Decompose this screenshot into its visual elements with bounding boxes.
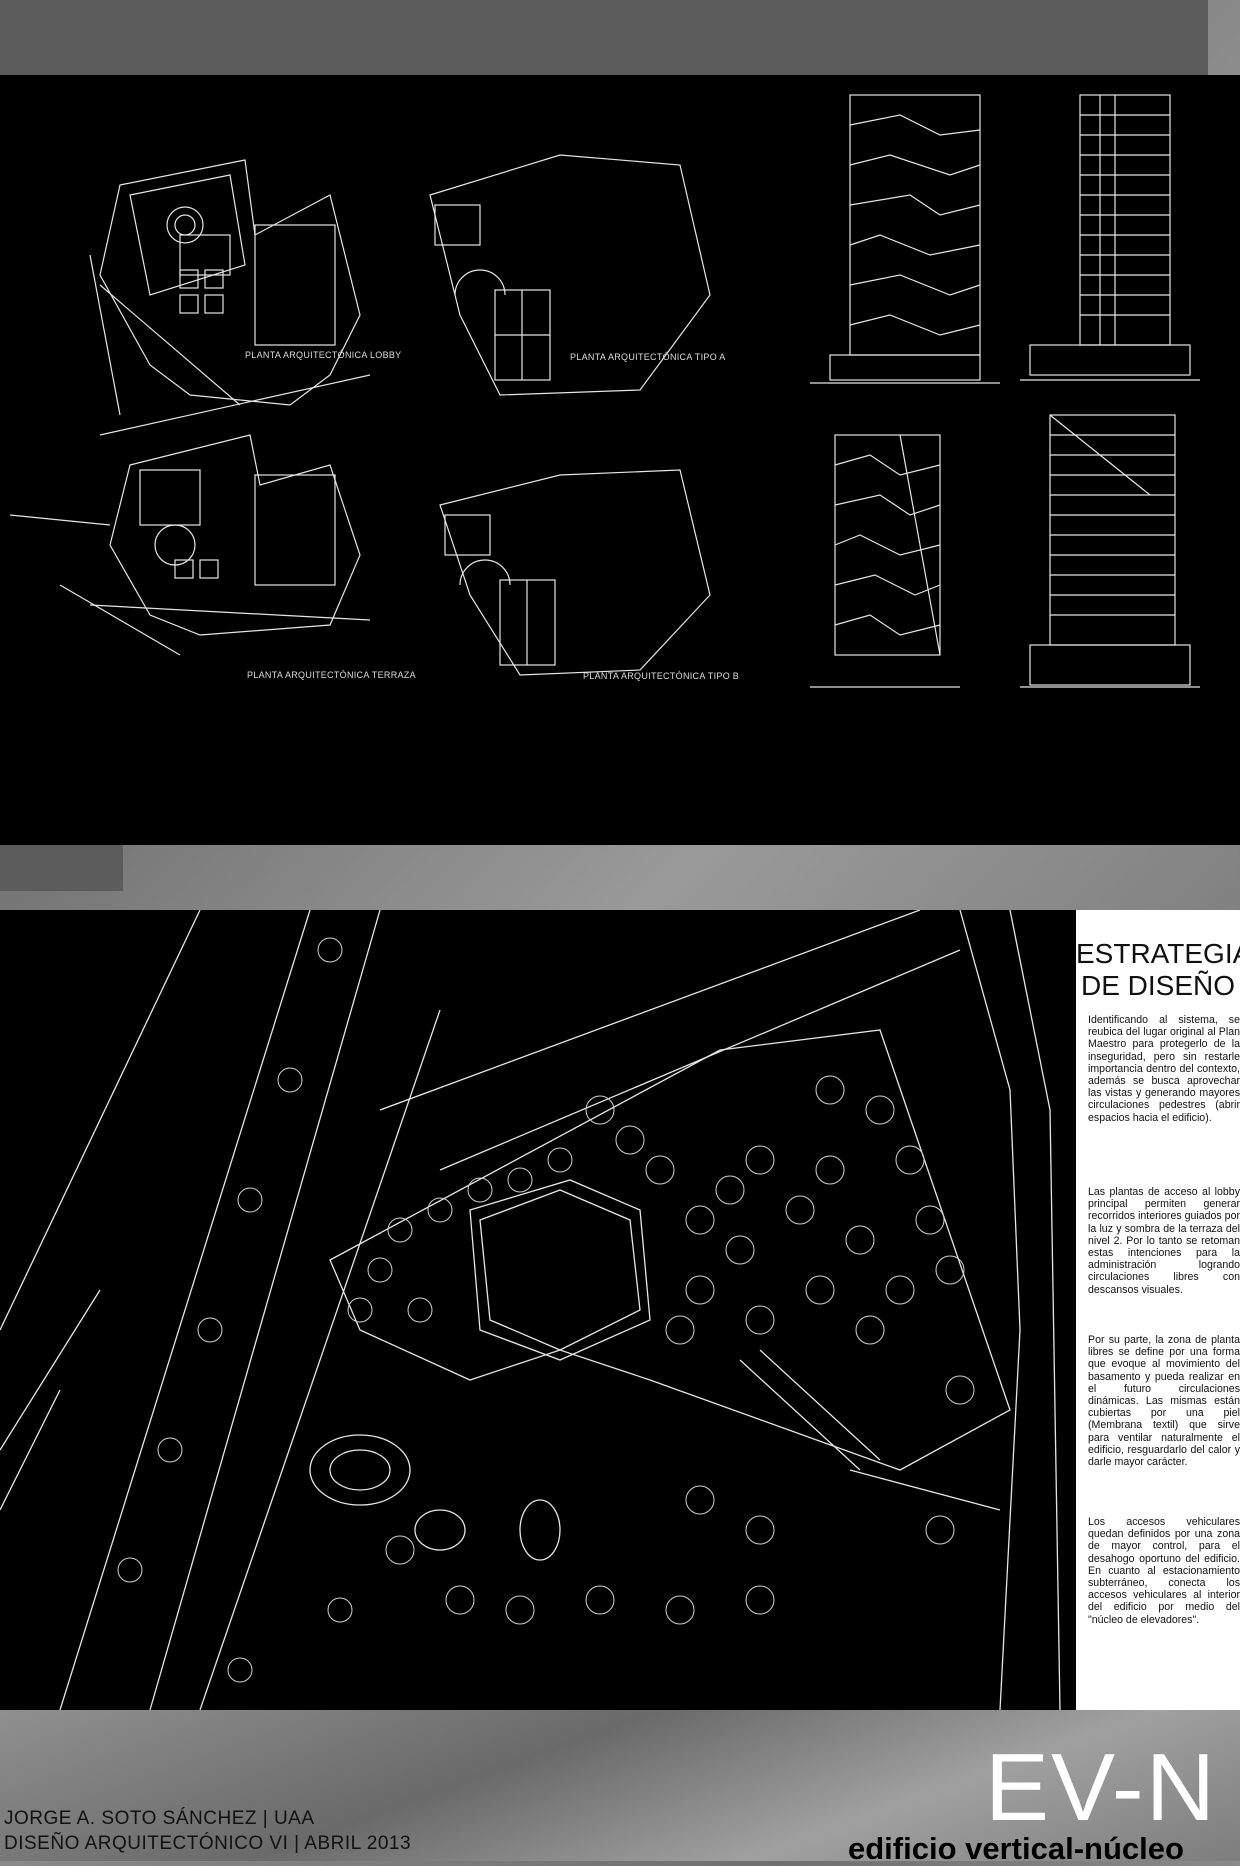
section-b-drawing — [1020, 414, 1200, 688]
strategy-title: ESTRATEGIA DE DISEÑO — [1076, 938, 1240, 1002]
section-a-drawing — [1020, 94, 1200, 381]
strategy-title-line2: DE DISEÑO — [1080, 970, 1236, 1001]
north-facade-drawing — [810, 94, 1000, 384]
strategy-paragraph-4: Los accesos vehiculares quedan definidos… — [1088, 1516, 1240, 1626]
strategy-panel — [1076, 910, 1240, 1710]
architectural-drawings — [9, 94, 1200, 688]
lobby-plan-label: PLANTA ARQUITECTÓNICA LOBBY — [245, 350, 402, 360]
author-line: JORGE A. SOTO SÁNCHEZ | UAA — [4, 1808, 315, 1829]
lobby-plan-drawing — [89, 159, 371, 436]
site-plan-panel: ▲N — [0, 909, 1076, 1863]
bottom-band — [0, 1710, 1240, 1861]
south-facade-drawing — [810, 434, 960, 688]
tipo-b-plan-drawing — [439, 469, 711, 676]
tipo-b-plan-label: PLANTA ARQUITECTÓNICA TIPO B — [583, 671, 740, 681]
terraza-plan-label: PLANTA ARQUITECTÓNICA TERRAZA — [247, 670, 416, 680]
strategy-paragraph-2: Las plantas de acceso al lobby principal… — [1088, 1186, 1240, 1296]
drawings-panel: PLANTA ARQUITECTÓNICA LOBBY PLANTA ARQUI… — [0, 75, 1240, 845]
strategy-title-line1: ESTRATEGIA — [1076, 938, 1240, 969]
course-line: DISEÑO ARQUITECTÓNICO VI | ABRIL 2013 — [4, 1833, 412, 1854]
strategy-paragraph-3: Por su parte, la zona de planta libres s… — [1088, 1334, 1240, 1469]
top-gray-band — [0, 0, 1208, 75]
tipo-a-plan-drawing — [429, 154, 711, 396]
project-subtitle: edificio vertical-núcleo — [848, 1831, 1184, 1866]
terraza-plan-drawing — [9, 434, 371, 656]
project-logo: EV-N — [985, 1734, 1218, 1841]
site-plan-drawing — [0, 909, 1061, 1711]
strategy-paragraph-1: Identificando al sistema, se reubica del… — [1088, 1014, 1240, 1124]
gray-tab — [0, 845, 123, 891]
tipo-a-plan-label: PLANTA ARQUITECTÓNICA TIPO A — [570, 352, 726, 362]
